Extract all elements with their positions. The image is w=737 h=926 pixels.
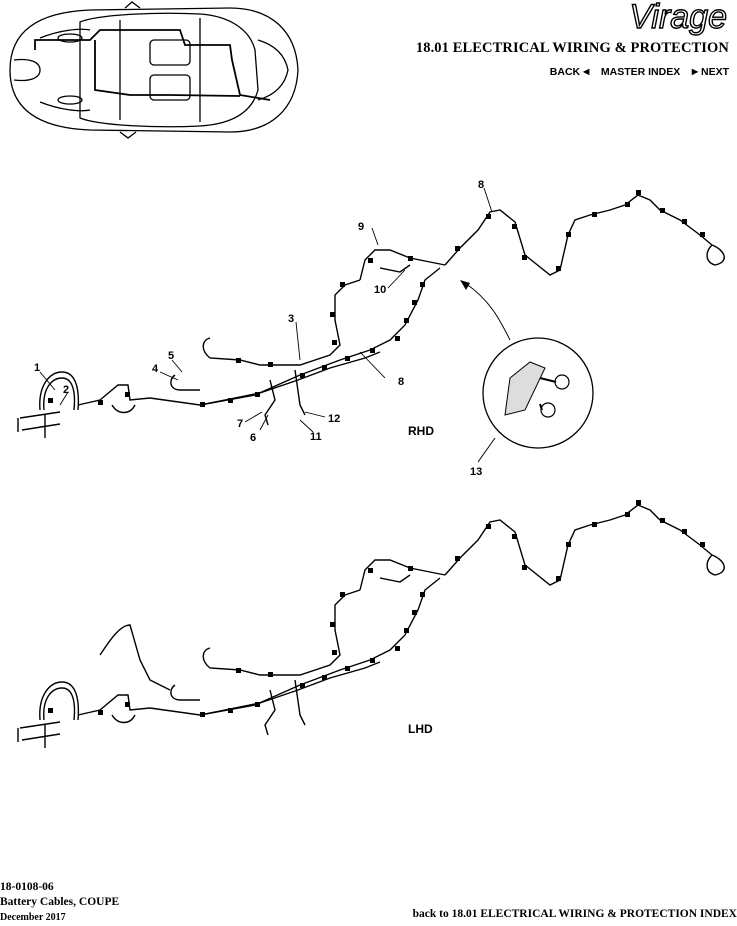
rhd-label: RHD — [408, 424, 434, 438]
lhd-extra-cable — [99, 624, 171, 691]
footer-info: 18-0108-06 Battery Cables, COUPE Decembe… — [0, 880, 119, 925]
next-link[interactable]: ▶ NEXT — [692, 66, 729, 78]
callout-1: 1 — [34, 362, 40, 374]
callout-6: 6 — [250, 432, 256, 444]
wiring-diagram: 1 2 3 4 5 6 7 8 9 10 11 12 13 8 RHD LHD — [0, 160, 737, 800]
callout-2: 2 — [63, 384, 69, 396]
lhd-label: LHD — [408, 722, 433, 736]
section-title: 18.01 ELECTRICAL WIRING & PROTECTION — [415, 40, 729, 56]
vehicle-thumbnail — [0, 0, 300, 140]
callout-10: 10 — [374, 284, 386, 296]
callout-11: 11 — [310, 431, 322, 443]
back-to-index-link[interactable]: back to 18.01 ELECTRICAL WIRING & PROTEC… — [412, 908, 737, 920]
document-date: December 2017 — [0, 912, 66, 923]
brand-logo: Virage — [569, 0, 729, 37]
master-index-link[interactable]: MASTER INDEX — [600, 66, 681, 78]
triangle-right-icon: ▶ — [691, 67, 699, 76]
triangle-left-icon: ◀ — [583, 67, 590, 76]
brand-text: Virage — [629, 0, 727, 36]
callout-9: 9 — [358, 221, 364, 233]
callout-4: 4 — [152, 363, 159, 375]
callout-12: 12 — [328, 413, 340, 425]
rhd-harness — [17, 189, 725, 439]
battery-cable-diagram: 1 2 3 4 5 6 7 8 9 10 11 12 13 8 RHD LHD — [17, 179, 725, 749]
document-title: Battery Cables, COUPE — [0, 896, 120, 908]
lhd-harness — [17, 499, 725, 749]
detail-view-13 — [460, 280, 594, 463]
virage-logo: Virage — [629, 0, 728, 37]
callout-13: 13 — [470, 466, 482, 478]
document-code: 18-0108-06 — [0, 881, 54, 893]
car-outline-image — [9, 1, 299, 139]
callout-3: 3 — [288, 313, 294, 325]
back-label: BACK — [549, 66, 581, 78]
leader-lines — [39, 187, 493, 433]
back-link[interactable]: BACK ◀ — [550, 66, 589, 78]
nav-bar: BACK ◀ MASTER INDEX ▶ NEXT — [550, 66, 729, 78]
callout-7: 7 — [237, 418, 243, 430]
callout-8-upper: 8 — [478, 179, 484, 191]
next-label: NEXT — [700, 66, 729, 78]
callout-8-lower: 8 — [398, 376, 404, 388]
callout-5: 5 — [168, 350, 174, 362]
